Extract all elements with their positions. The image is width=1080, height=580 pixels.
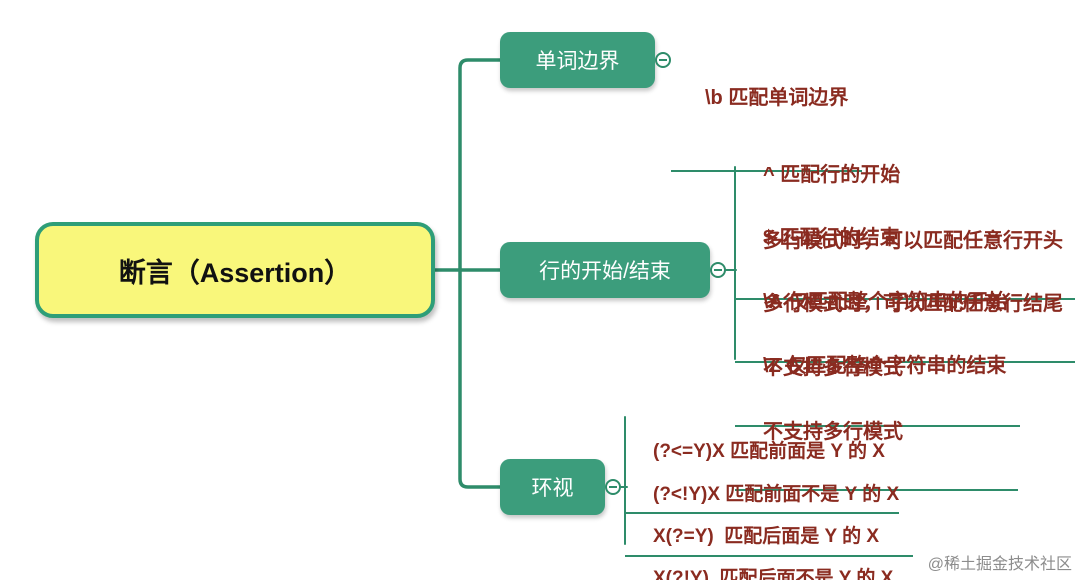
branch-label: 单词边界 (535, 50, 620, 73)
minus-icon (609, 486, 617, 488)
leaf-text-line: ^ 匹配行的开始 (763, 164, 901, 186)
collapse-toggle-lookaround[interactable] (605, 479, 621, 495)
leaf-node-lookahead-positive[interactable]: X(?=Y) 匹配后面是 Y 的 X (625, 477, 893, 580)
leaf-node-dollar[interactable]: $ 匹配行的结束 多行模式时，可以匹配任意行结尾 (735, 183, 1075, 363)
minus-icon (714, 269, 722, 271)
minus-icon (659, 59, 667, 61)
root-node-label: 断言（Assertion） (118, 257, 352, 288)
branch-node-lookaround[interactable]: 环视 (500, 459, 605, 515)
leaf-text-line: \A 仅匹配整个字符串的开始 (763, 291, 1008, 313)
leaf-node-caret[interactable]: ^ 匹配行的开始 多行模式时，可以匹配任意行开头 (735, 120, 1075, 300)
leaf-node-lookbehind-positive[interactable]: (?<=Y)X 匹配前面是 Y 的 X (625, 392, 899, 514)
leaf-text-line: 多行模式时，可以匹配任意行结尾 (763, 293, 1063, 315)
leaf-text-line: (?<!Y)X 匹配前面不是 Y 的 X (653, 484, 900, 505)
leaf-text-line: X(?=Y) 匹配后面是 Y 的 X (653, 526, 880, 547)
leaf-text-line: 不支持多行模式 (763, 421, 903, 443)
leaf-text-line: \b 匹配单词边界 (705, 87, 849, 109)
leaf-text-line: (?<=Y)X 匹配前面是 Y 的 X (653, 441, 885, 462)
leaf-node-word-boundary[interactable]: \b 匹配单词边界 (671, 28, 863, 172)
branch-label: 行的开始/结束 (539, 260, 671, 283)
leaf-node-lookbehind-negative[interactable]: (?<!Y)X 匹配前面不是 Y 的 X (625, 435, 914, 557)
branch-node-line-start-end[interactable]: 行的开始/结束 (500, 242, 710, 298)
leaf-node-A-anchor[interactable]: \A 仅匹配整个字符串的开始 不支持多行模式 (735, 247, 1020, 427)
leaf-node-Z-anchor[interactable]: \Z 仅匹配整个字符串的结束 不支持多行模式 (735, 311, 1019, 491)
watermark: @稀土掘金技术社区 (927, 556, 1072, 573)
branch-node-word-boundary[interactable]: 单词边界 (500, 32, 655, 88)
leaf-node-lookahead-negative[interactable]: X(?!Y) 匹配后面不是 Y 的 X (625, 519, 907, 580)
collapse-toggle-line-start-end[interactable] (710, 262, 726, 278)
leaf-text-line: $ 匹配行的结束 (763, 227, 900, 249)
leaf-text-line: 不支持多行模式 (763, 357, 903, 379)
trunk-connector (458, 58, 502, 489)
leaf-text-line: 多行模式时，可以匹配任意行开头 (763, 230, 1063, 252)
collapse-toggle-word-boundary[interactable] (655, 52, 671, 68)
root-node-assertion[interactable]: 断言（Assertion） (35, 222, 435, 318)
leaf-text-line: X(?!Y) 匹配后面不是 Y 的 X (653, 568, 894, 580)
branch-label: 环视 (531, 477, 574, 500)
leaf-text-line: \Z 仅匹配整个字符串的结束 (763, 355, 1007, 377)
